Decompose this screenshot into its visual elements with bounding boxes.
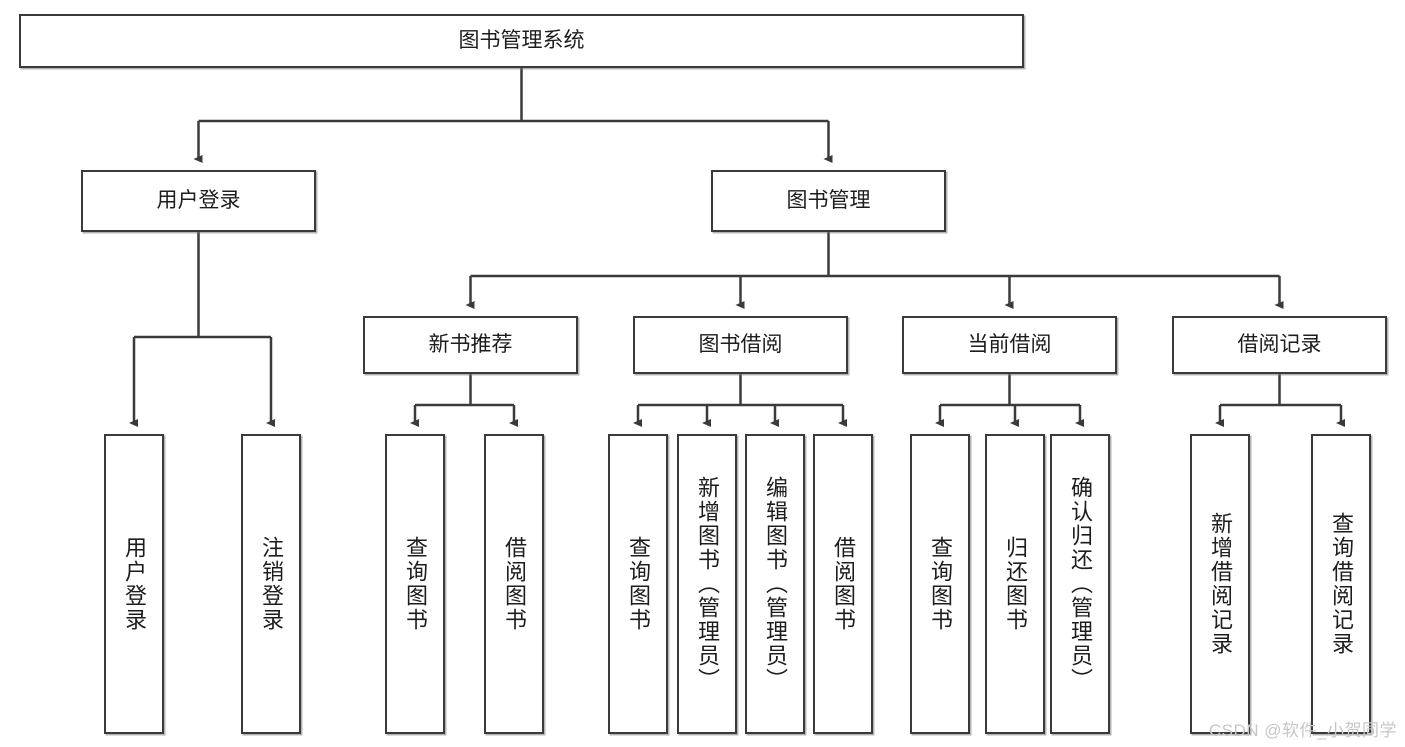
- node-borrow-record[interactable]: 借阅记录: [1172, 316, 1387, 374]
- node-current-borrow[interactable]: 当前借阅: [902, 316, 1117, 374]
- leaf-edit-book-label: 编辑图书（管理员）: [763, 476, 788, 692]
- node-book-management[interactable]: 图书管理: [711, 170, 946, 232]
- leaf-borrow-book-1-label: 借阅图书: [502, 536, 527, 632]
- leaf-logout-label: 注销登录: [259, 536, 284, 632]
- node-book-management-label: 图书管理: [786, 188, 871, 212]
- node-user-login-label: 用户登录: [156, 188, 241, 212]
- node-root-label: 图书管理系统: [458, 28, 585, 52]
- node-borrow-record-label: 借阅记录: [1237, 332, 1322, 356]
- node-new-book-recommendation[interactable]: 新书推荐: [363, 316, 578, 374]
- leaf-add-book-label: 新增图书（管理员）: [695, 476, 720, 692]
- node-current-borrow-label: 当前借阅: [967, 332, 1052, 356]
- leaf-add-book[interactable]: 新增图书（管理员）: [677, 434, 737, 734]
- node-root[interactable]: 图书管理系统: [19, 14, 1024, 68]
- node-user-login[interactable]: 用户登录: [81, 170, 316, 232]
- leaf-query-book-2[interactable]: 查询图书: [608, 434, 668, 734]
- leaf-query-book-1[interactable]: 查询图书: [385, 434, 445, 734]
- leaf-borrow-book-2-label: 借阅图书: [831, 536, 856, 632]
- leaf-confirm-return[interactable]: 确认归还（管理员）: [1050, 434, 1110, 734]
- leaf-edit-book[interactable]: 编辑图书（管理员）: [745, 434, 805, 734]
- leaf-add-borrow-record-label: 新增借阅记录: [1208, 512, 1233, 656]
- leaf-query-borrow-record-label: 查询借阅记录: [1329, 512, 1354, 656]
- leaf-query-borrow-record[interactable]: 查询借阅记录: [1311, 434, 1371, 734]
- leaf-borrow-book-1[interactable]: 借阅图书: [484, 434, 544, 734]
- leaf-logout[interactable]: 注销登录: [241, 434, 301, 734]
- leaf-query-book-1-label: 查询图书: [403, 536, 428, 632]
- leaf-borrow-book-2[interactable]: 借阅图书: [813, 434, 873, 734]
- leaf-query-book-3[interactable]: 查询图书: [910, 434, 970, 734]
- leaf-query-book-3-label: 查询图书: [928, 536, 953, 632]
- node-book-borrow[interactable]: 图书借阅: [633, 316, 848, 374]
- leaf-return-book[interactable]: 归还图书: [985, 434, 1045, 734]
- csdn-watermark: CSDN @软件_小贺同学: [1208, 721, 1397, 740]
- leaf-return-book-label: 归还图书: [1003, 536, 1028, 632]
- leaf-add-borrow-record[interactable]: 新增借阅记录: [1190, 434, 1250, 734]
- leaf-confirm-return-label: 确认归还（管理员）: [1068, 476, 1093, 692]
- node-new-book-recommendation-label: 新书推荐: [428, 332, 513, 356]
- node-book-borrow-label: 图书借阅: [698, 332, 783, 356]
- leaf-user-login[interactable]: 用户登录: [104, 434, 164, 734]
- leaf-query-book-2-label: 查询图书: [626, 536, 651, 632]
- leaf-user-login-label: 用户登录: [122, 536, 147, 632]
